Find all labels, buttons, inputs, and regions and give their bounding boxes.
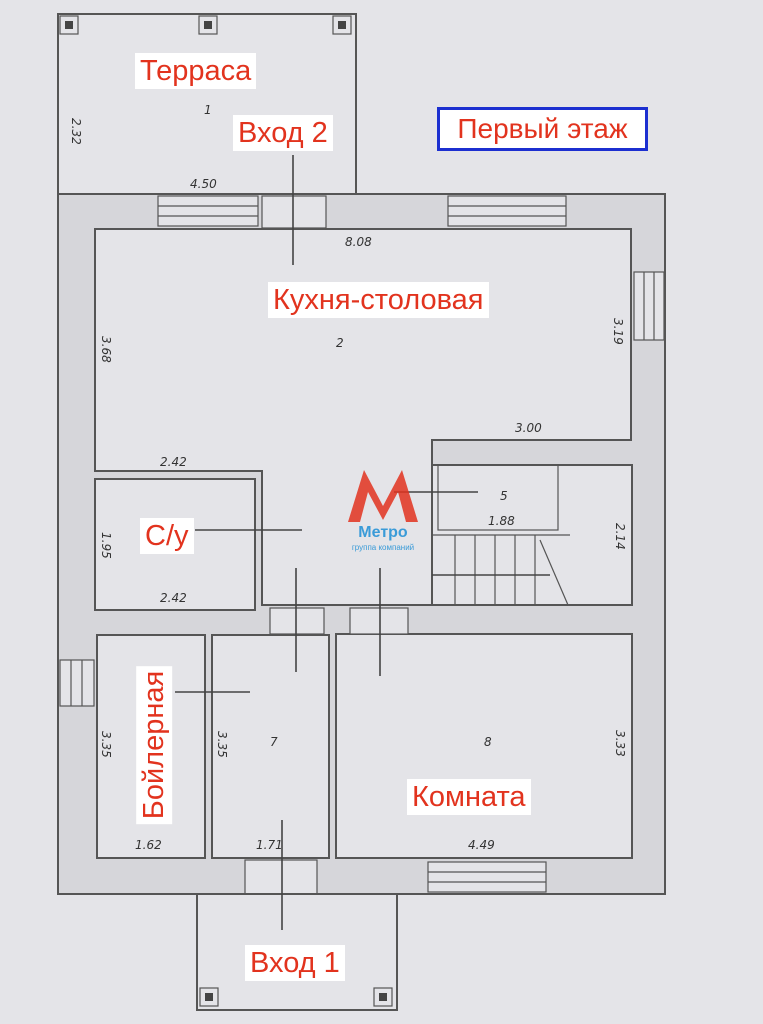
label-boiler: Бойлерная xyxy=(136,665,173,825)
label-entrance-1: Вход 1 xyxy=(245,945,345,981)
staircase xyxy=(432,534,570,606)
dim-bath-height: 1.95 xyxy=(99,532,113,559)
dim-closet-width: 1.88 xyxy=(488,514,515,528)
room-numbers: 1 2 5 7 8 xyxy=(204,103,508,749)
dim-room-right: 3.33 xyxy=(613,730,627,757)
dimension-labels: 2.32 4.50 8.08 3.68 3.19 3.00 2.42 1.95 … xyxy=(69,118,627,852)
room-number-1: 1 xyxy=(204,103,212,117)
room-number-2: 2 xyxy=(336,336,344,350)
dim-stair-width: 3.00 xyxy=(515,421,542,435)
label-room: Комната xyxy=(407,779,531,815)
logo-subtitle: группа компаний xyxy=(351,543,415,552)
floor-title: Первый этаж xyxy=(437,107,648,151)
main-room xyxy=(335,633,633,859)
dim-boiler-right: 3.35 xyxy=(215,731,229,758)
logo-name: Метро xyxy=(358,524,408,541)
leader-lines xyxy=(175,155,478,930)
dim-boiler-bottom: 1.62 xyxy=(135,838,162,852)
dim-boiler-left: 3.35 xyxy=(99,731,113,758)
dim-kitchen-right: 3.19 xyxy=(611,318,625,345)
metro-logo-mark xyxy=(348,470,418,522)
metro-logo: Метро группа компаний xyxy=(338,466,428,556)
dim-terrace-height: 2.32 xyxy=(69,118,83,145)
terrace-area xyxy=(57,13,357,195)
dim-kitchen-left: 3.68 xyxy=(99,336,113,363)
label-entrance-2: Вход 2 xyxy=(233,115,333,151)
label-bathroom: С/у xyxy=(140,518,194,554)
dim-terrace-width: 4.50 xyxy=(190,177,217,191)
windows xyxy=(59,195,665,893)
hall-room xyxy=(211,634,330,859)
room-number-7: 7 xyxy=(270,735,278,749)
dim-bath-bottom: 2.42 xyxy=(160,591,187,605)
room-number-5: 5 xyxy=(500,489,508,503)
dim-hall-bottom: 1.71 xyxy=(256,838,283,852)
label-terrace: Терраса xyxy=(135,53,257,89)
dim-bath-top: 2.42 xyxy=(160,455,187,469)
room-number-8: 8 xyxy=(484,735,492,749)
dim-house-width: 8.08 xyxy=(345,235,372,249)
label-kitchen: Кухня-столовая xyxy=(268,282,489,318)
dim-stair-right: 2.14 xyxy=(613,523,627,550)
dim-room-bottom: 4.49 xyxy=(468,838,495,852)
doors xyxy=(244,195,409,895)
